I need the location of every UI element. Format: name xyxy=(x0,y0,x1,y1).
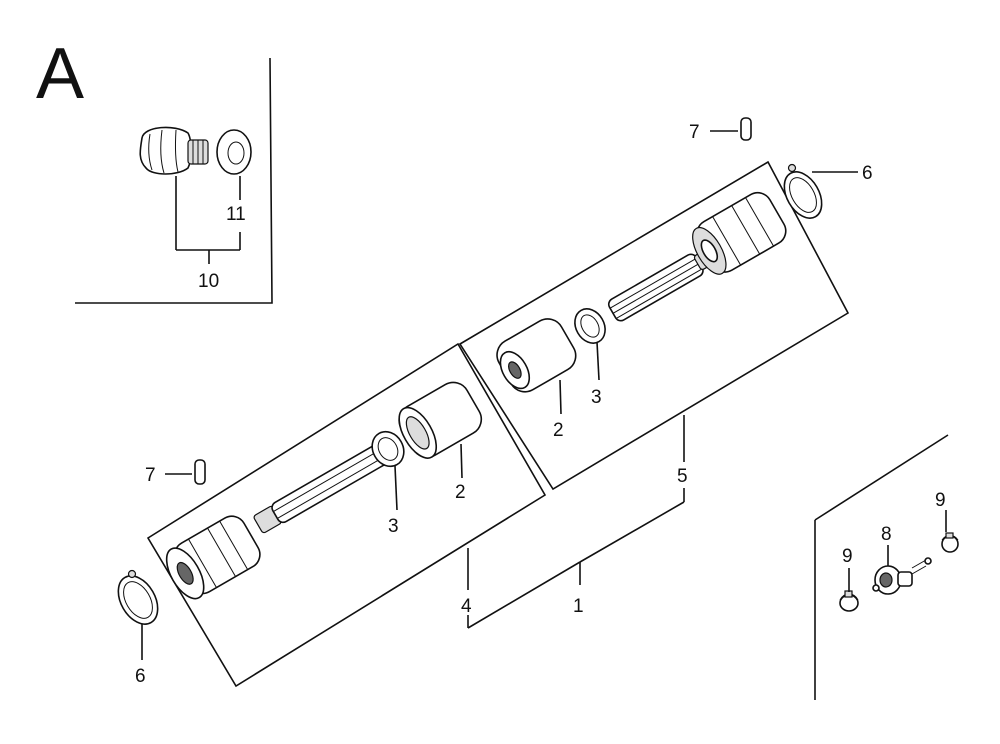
plug-bolt-part xyxy=(139,126,209,175)
callout-2-upper: 2 xyxy=(553,420,564,441)
hose-fitting xyxy=(872,557,932,595)
callout-4: 4 xyxy=(461,596,472,617)
boot-upper xyxy=(496,318,577,393)
callout-6-upper: 6 xyxy=(862,163,873,184)
hose-clip-left xyxy=(839,590,859,612)
inset-a-frame xyxy=(75,57,273,304)
leader-3-lower xyxy=(394,465,398,511)
leader-2-lower xyxy=(460,443,463,479)
callout-5: 5 xyxy=(677,466,688,487)
clamp-band-upper xyxy=(783,163,823,219)
callout-3-lower: 3 xyxy=(388,516,399,537)
callout-6-lower: 6 xyxy=(135,666,146,687)
sealing-washer-part xyxy=(216,129,252,175)
o-ring-lower xyxy=(371,430,405,468)
inset-b-frame xyxy=(814,434,949,700)
callout-8: 8 xyxy=(881,524,892,545)
drive-shaft-lower xyxy=(253,441,393,534)
leader-3-upper xyxy=(596,341,600,381)
leader-2-upper xyxy=(559,379,562,415)
cv-joint-lower xyxy=(165,515,261,600)
callout-1: 1 xyxy=(573,596,584,617)
boot-lower xyxy=(398,381,483,459)
callout-2-lower: 2 xyxy=(455,482,466,503)
section-letter-a: A xyxy=(36,34,84,114)
hose-clip-right xyxy=(941,532,959,553)
callout-10: 10 xyxy=(198,271,219,292)
assembly-4-frame xyxy=(146,342,547,688)
callout-3-upper: 3 xyxy=(591,387,602,408)
callout-9-left: 9 xyxy=(842,546,853,567)
callout-7-upper: 7 xyxy=(689,122,700,143)
inset-leader-lines xyxy=(175,176,241,264)
callout-11: 11 xyxy=(226,204,246,225)
clamp-band-lower xyxy=(117,569,159,625)
callout-7-lower: 7 xyxy=(145,465,156,486)
assembly-leader-lines xyxy=(467,415,685,629)
pin-upper xyxy=(740,117,752,141)
callout-9-right: 9 xyxy=(935,490,946,511)
assembly-5-frame xyxy=(458,160,850,491)
o-ring-upper xyxy=(574,308,606,344)
pin-lower xyxy=(194,459,206,485)
cv-joint-upper xyxy=(692,191,787,275)
